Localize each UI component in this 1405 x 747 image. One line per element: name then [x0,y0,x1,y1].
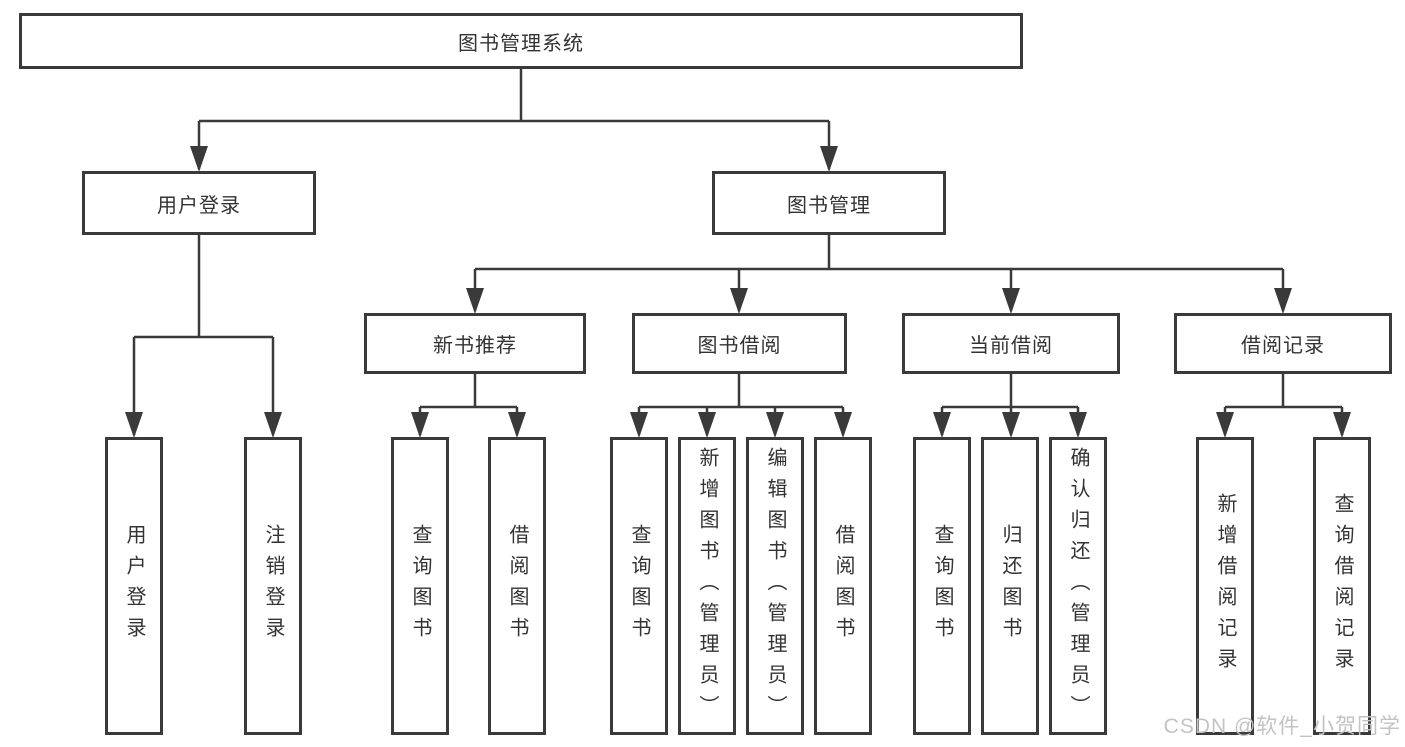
node-borrow-records: 借阅记录 [1174,313,1392,374]
node-root: 图书管理系统 [19,13,1023,69]
leaf-user-login: 用户登录 [105,437,163,735]
leaf-current-return-books-label: 归还图书 [999,524,1021,648]
leaf-records-query-record: 查询借阅记录 [1313,437,1371,735]
node-book-borrow: 图书借阅 [632,313,847,374]
node-new-book-recommend: 新书推荐 [364,313,586,374]
node-new-book-recommend-label: 新书推荐 [433,335,517,357]
node-book-management: 图书管理 [712,171,946,235]
leaf-borrow-borrow-books-label: 借阅图书 [832,524,854,648]
node-user-login: 用户登录 [82,171,316,235]
leaf-records-add-record-label: 新增借阅记录 [1214,493,1236,679]
leaf-current-query-books: 查询图书 [913,437,971,735]
leaf-borrow-query-books: 查询图书 [610,437,668,735]
leaf-borrow-add-books-admin-label: 新增图书（管理员） [696,446,718,726]
leaf-logout-label: 注销登录 [262,524,284,648]
node-current-borrow: 当前借阅 [902,313,1120,374]
leaf-user-login-label: 用户登录 [123,524,145,648]
leaf-current-confirm-return-admin-label: 确认归还（管理员） [1067,446,1089,726]
leaf-current-query-books-label: 查询图书 [931,524,953,648]
leaf-borrow-edit-books-admin-label: 编辑图书（管理员） [764,446,786,726]
leaf-borrow-borrow-books: 借阅图书 [814,437,872,735]
leaf-current-return-books: 归还图书 [981,437,1039,735]
node-borrow-records-label: 借阅记录 [1241,335,1325,357]
leaf-records-add-record: 新增借阅记录 [1196,437,1254,735]
node-root-label: 图书管理系统 [458,32,584,55]
leaf-borrow-edit-books-admin: 编辑图书（管理员） [746,437,804,735]
leaf-current-confirm-return-admin: 确认归还（管理员） [1049,437,1107,735]
leaf-borrow-add-books-admin: 新增图书（管理员） [678,437,736,735]
node-book-borrow-label: 图书借阅 [697,335,782,357]
node-current-borrow-label: 当前借阅 [969,335,1053,357]
csdn-watermark: CSDN @软件_小贺同学 [1163,715,1401,738]
leaf-logout: 注销登录 [244,437,302,735]
leaf-borrow-query-books-label: 查询图书 [628,524,650,648]
node-book-management-label: 图书管理 [787,194,871,217]
leaf-newrec-query-books: 查询图书 [391,437,449,735]
leaf-records-query-record-label: 查询借阅记录 [1331,493,1353,679]
leaf-newrec-borrow-books-label: 借阅图书 [506,524,528,648]
leaf-newrec-query-books-label: 查询图书 [409,524,431,648]
leaf-newrec-borrow-books: 借阅图书 [488,437,546,735]
node-user-login-label: 用户登录 [157,194,241,217]
